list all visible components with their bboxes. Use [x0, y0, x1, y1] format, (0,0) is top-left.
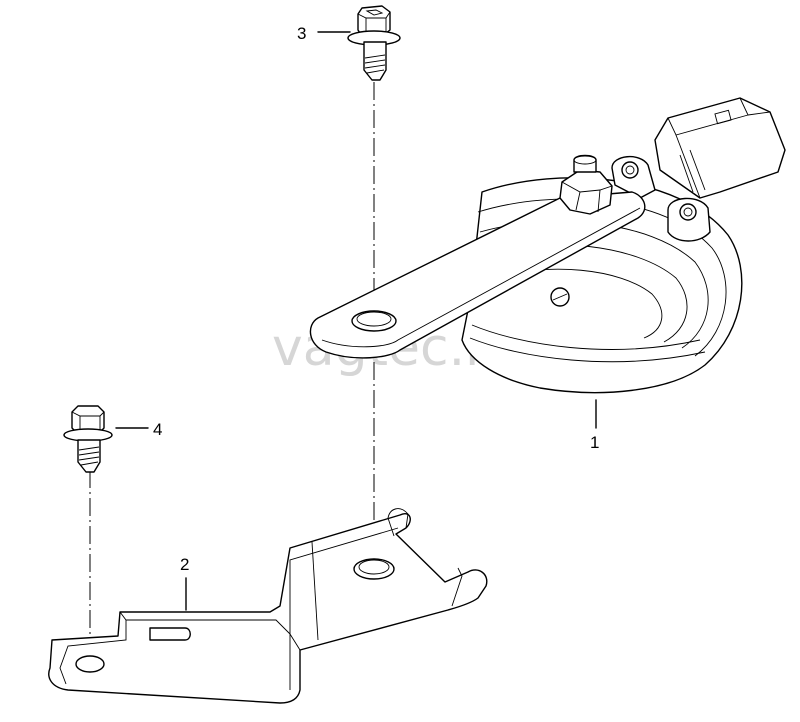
callout-3: 3: [297, 24, 351, 43]
horn-bracket-arm: [309, 154, 646, 359]
callout-number-1: 1: [590, 433, 599, 452]
mounting-bracket-part-2: [48, 508, 488, 704]
bolt-part-3: [347, 5, 401, 81]
bolt-part-4: [63, 405, 113, 473]
callout-1: 1: [590, 399, 599, 452]
callout-number-4: 4: [153, 420, 162, 439]
callout-2: 2: [180, 555, 189, 611]
callout-4: 4: [115, 420, 162, 439]
callout-number-3: 3: [297, 24, 306, 43]
callout-number-2: 2: [180, 555, 189, 574]
